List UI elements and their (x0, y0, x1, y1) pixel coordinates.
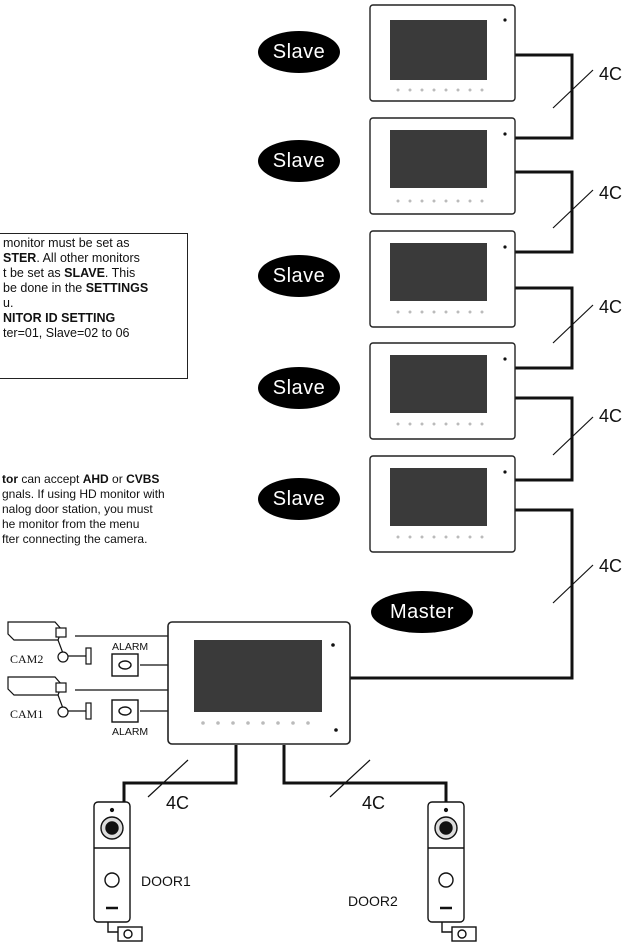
wire-slave2-slave3 (515, 170, 574, 254)
monitor-icon-slave2 (369, 117, 516, 215)
monitor-icon-slave5 (369, 455, 516, 553)
monitor-icon-slave3 (369, 230, 516, 328)
wire-tick-2 (552, 189, 594, 229)
note-line: NITOR ID SETTING (3, 311, 116, 325)
wire-label-4c: 4C (599, 556, 623, 576)
alarm-label-top: ALARM (112, 641, 149, 653)
monitor-icon-slave1 (369, 4, 516, 102)
door-station-icon-door1 (93, 801, 143, 942)
wire-master-door2 (282, 745, 448, 802)
alarm-sensor-icon-bottom (111, 699, 139, 723)
cctv-camera-icon-cam2 (7, 621, 92, 665)
wire-slave5-master (350, 508, 574, 680)
camera-label-cam2: CAM2 (10, 652, 44, 666)
door-station-icon-door2 (427, 801, 477, 942)
note-line: tor can accept AHD or CVBS (2, 472, 160, 486)
note-line: monitor must be set as (3, 236, 130, 250)
note-line: fter connecting the camera. (2, 532, 148, 546)
wire-label-4c: 4C (599, 183, 623, 203)
wire-slave3-slave4 (515, 286, 574, 370)
door-label-door2: DOOR2 (348, 893, 398, 909)
note-line: he monitor from the menu (2, 517, 140, 531)
note-line: t be set as SLAVE. This (3, 266, 136, 280)
slave-badge-3: Slave (258, 255, 340, 297)
wire-tick-door2 (329, 759, 371, 798)
slave-badge-5: Slave (258, 478, 340, 520)
wire-label-4c: 4C (599, 64, 623, 84)
master-badge: Master (371, 591, 473, 633)
wire-tick-4 (552, 416, 594, 456)
note-line: u. (3, 296, 14, 310)
wire-slave4-slave5 (515, 396, 574, 482)
note-line: STER. All other monitors (3, 251, 140, 265)
wire-slave1-slave2 (515, 53, 574, 140)
wire-tick-3 (552, 304, 594, 344)
wire-label-4c: 4C (599, 297, 623, 317)
monitor-icon-slave4 (369, 342, 516, 440)
door-label-door1: DOOR1 (141, 873, 191, 889)
slave-badge-4: Slave (258, 367, 340, 409)
note-line: ter=01, Slave=02 to 06 (3, 326, 130, 340)
wire-label-4c-door2: 4C (362, 793, 386, 813)
wire-tick-door1 (147, 759, 189, 798)
camera-label-cam1: CAM1 (10, 707, 44, 721)
wire-tick-5 (552, 564, 594, 604)
wire-master-door1 (122, 745, 238, 802)
note-line: gnals. If using HD monitor with (2, 487, 165, 501)
cctv-camera-icon-cam1 (7, 676, 92, 720)
alarm-label-bottom: ALARM (112, 726, 149, 738)
wire-label-4c: 4C (599, 406, 623, 426)
slave-badge-2: Slave (258, 140, 340, 182)
wire-tick-1 (552, 69, 594, 109)
signal-note: tor can accept AHD or CVBS gnals. If usi… (2, 472, 212, 547)
note-line: nalog door station, you must (2, 502, 153, 516)
alarm-sensor-icon-top (111, 653, 139, 677)
note-line: be done in the SETTINGS (3, 281, 149, 295)
slave-badge-1: Slave (258, 31, 340, 73)
master-setting-note: monitor must be set as STER. All other m… (0, 233, 188, 379)
wire-label-4c-door1: 4C (166, 793, 190, 813)
monitor-icon-master (167, 621, 351, 745)
